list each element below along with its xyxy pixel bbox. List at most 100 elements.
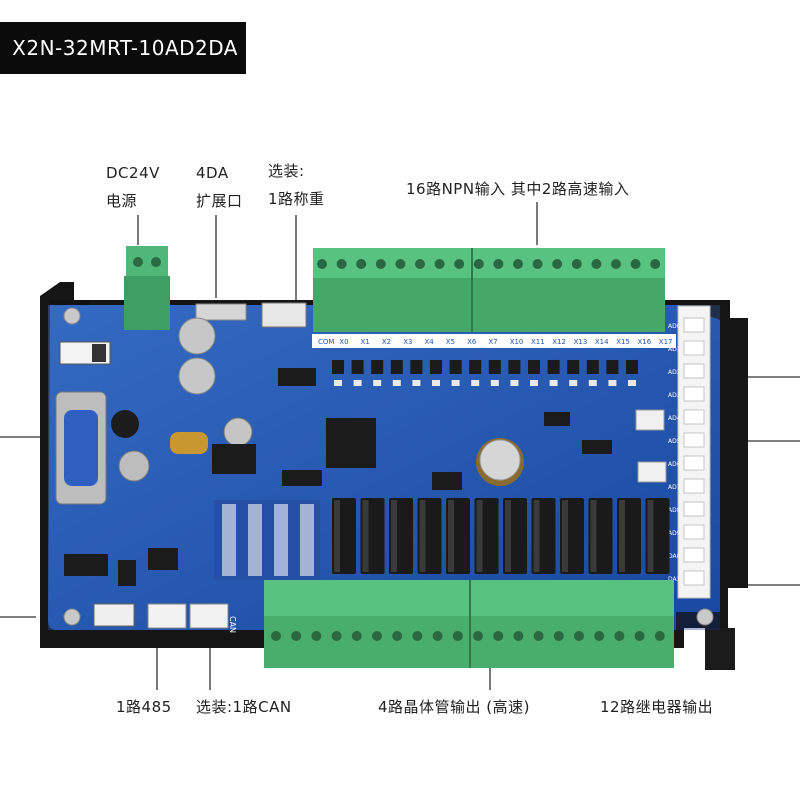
- terminal-screw: [552, 259, 563, 269]
- input-terminal-label: X16: [638, 338, 652, 346]
- relay-highlight: [562, 500, 568, 572]
- relay-highlight: [419, 500, 426, 572]
- optocoupler: [586, 360, 599, 374]
- optocoupler: [626, 360, 638, 374]
- relay-highlight: [391, 500, 397, 572]
- input-terminal-label: X12: [552, 338, 566, 346]
- power-label-line2: 电源: [106, 192, 138, 210]
- optocoupler: [351, 360, 364, 374]
- analog-terminal-pin: [683, 501, 705, 517]
- terminal-screw: [331, 631, 342, 641]
- input-terminal-label: X3: [403, 338, 412, 346]
- analog-terminal-pin: [683, 524, 705, 540]
- model-title: X2N-32MRT-10AD2DA: [0, 22, 246, 74]
- input-led: [353, 380, 362, 386]
- analog-terminal-label: DA0: [668, 553, 681, 560]
- optocoupler: [371, 360, 384, 374]
- input-terminal-label: X10: [510, 338, 524, 346]
- input-terminal-label: X6: [467, 338, 477, 346]
- analog-terminal-pin: [683, 547, 705, 563]
- input-terminal-label: X5: [446, 338, 455, 346]
- terminal-screw: [533, 631, 544, 641]
- optocoupler: [488, 360, 501, 374]
- optocoupler: [547, 360, 560, 374]
- input-label-strip: [312, 334, 676, 348]
- relay-highlight: [619, 500, 625, 572]
- terminal-screw: [571, 259, 582, 269]
- analog-terminal-pin: [683, 386, 705, 402]
- input-terminal-label: X11: [531, 338, 545, 346]
- relay-highlight: [476, 500, 483, 572]
- power-label-line1: DC24V: [106, 164, 160, 182]
- terminal-screw: [432, 631, 443, 641]
- terminal-screw: [634, 631, 645, 641]
- terminal-screw: [351, 631, 362, 641]
- terminal-screw: [493, 259, 504, 269]
- terminal-screw: [356, 259, 367, 269]
- capacitors: [118, 317, 253, 482]
- can-label: 选装:1路CAN: [196, 698, 292, 716]
- terminal-screw: [574, 631, 584, 641]
- analog-terminal-pin: [683, 432, 705, 448]
- input-terminal-label: X13: [574, 338, 588, 346]
- output-terminal-block: [264, 580, 674, 668]
- analog-terminal-label: AD2: [668, 369, 681, 376]
- weigh-port: [261, 302, 307, 328]
- power-terminal: [124, 246, 170, 330]
- can-port: [189, 603, 229, 629]
- analog-port-1: [635, 409, 665, 431]
- optocoupler: [449, 360, 462, 374]
- da-label-line2: 扩展口: [196, 192, 243, 210]
- db9-connector: [55, 391, 107, 505]
- input-led: [588, 380, 597, 386]
- analog-terminal-pin: [683, 455, 705, 471]
- relay-highlight: [533, 500, 540, 572]
- terminal-screw: [630, 259, 641, 269]
- terminal-screw: [395, 259, 406, 269]
- optocoupler: [332, 360, 344, 374]
- terminal-screw: [611, 259, 621, 269]
- terminal-screw: [591, 259, 602, 269]
- analog-terminal-pin: [683, 409, 705, 425]
- input-led: [628, 380, 636, 386]
- input-led: [608, 380, 617, 386]
- terminal-screw: [654, 631, 665, 641]
- analog-terminal-label: AD4: [668, 415, 681, 422]
- terminal-screw: [372, 631, 382, 641]
- input-led: [451, 380, 460, 386]
- optocoupler: [567, 360, 580, 374]
- relay-output-label: 12路继电器输出: [600, 698, 714, 716]
- terminal-screw: [412, 631, 423, 641]
- weigh-label-line2: 1路称重: [268, 190, 325, 208]
- optocoupler: [410, 360, 423, 374]
- relay-highlight: [362, 500, 369, 572]
- analog-terminal-label: AD7: [668, 484, 681, 491]
- relay-highlight: [590, 500, 597, 572]
- terminal-screw: [336, 259, 347, 269]
- inductor-black: [111, 410, 139, 438]
- transistor-outputs: [214, 500, 320, 580]
- input-led: [510, 380, 519, 386]
- relay-highlight: [334, 500, 340, 572]
- input-terminal-label: X1: [361, 338, 370, 346]
- ic-chips: [64, 368, 612, 586]
- input-led: [392, 380, 401, 386]
- transistor-output-label: 4路晶体管输出 (高速): [378, 698, 531, 716]
- terminal-screw: [434, 259, 445, 269]
- analog-terminal-label: AD6: [668, 461, 681, 468]
- input-terminal-label: X2: [382, 338, 391, 346]
- input-led: [432, 380, 440, 386]
- terminal-screw: [614, 631, 625, 641]
- terminal-screw: [553, 631, 564, 641]
- analog-terminal-label: DA1: [668, 576, 681, 583]
- input-led: [530, 380, 538, 386]
- terminal-screw: [532, 259, 543, 269]
- analog-terminal-pin: [683, 317, 705, 333]
- optocoupler: [528, 360, 540, 374]
- input-terminal-label: X15: [616, 338, 630, 346]
- analog-terminal-pin: [683, 570, 705, 586]
- analog-port-2: [637, 461, 667, 483]
- analog-terminal-label: AD3: [668, 392, 681, 399]
- analog-terminal-label: AD1: [668, 346, 681, 353]
- input-terminal-label: COM: [318, 338, 334, 346]
